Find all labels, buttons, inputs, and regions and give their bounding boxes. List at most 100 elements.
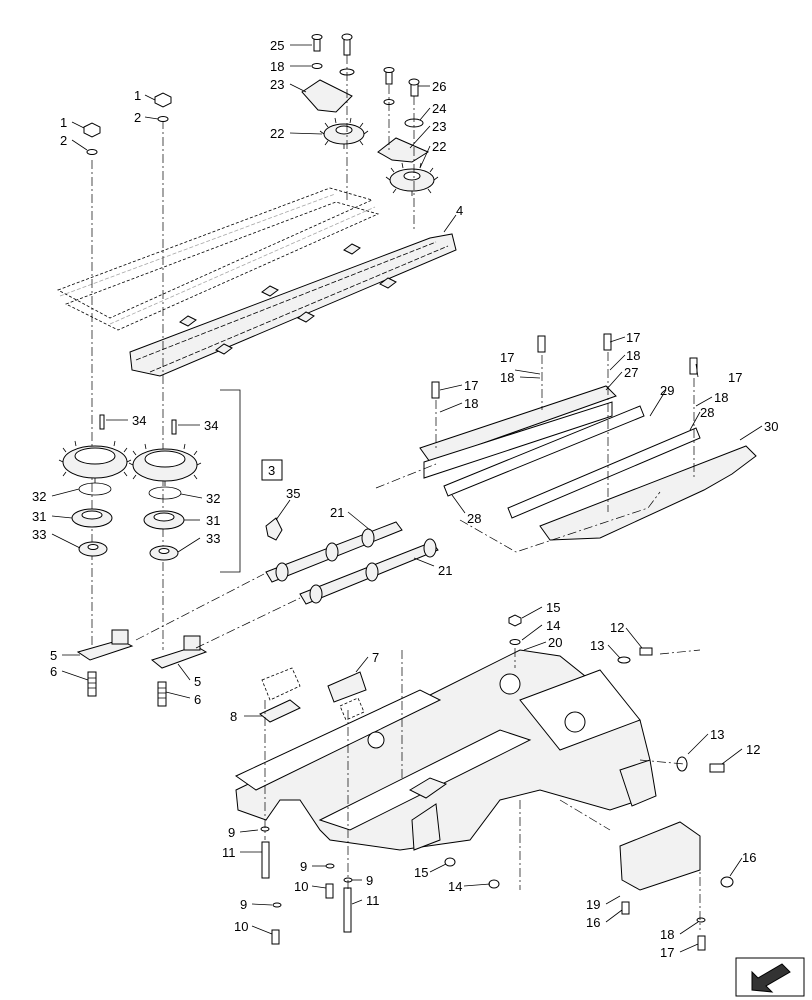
bearing-31	[71, 508, 113, 528]
callout-31b: 31	[206, 513, 220, 528]
callout-6b: 6	[194, 692, 201, 707]
top-sprocket-assembly	[301, 33, 439, 230]
nut-1b	[154, 92, 172, 108]
callout-9d: 9	[240, 897, 247, 912]
callout-17b: 17	[626, 330, 640, 345]
callout-14b: 14	[448, 879, 462, 894]
washer-2	[86, 149, 98, 155]
callout-20: 20	[548, 635, 562, 650]
sprocket-22b	[385, 162, 439, 196]
callout-34a: 34	[132, 413, 146, 428]
washer-2b	[157, 116, 169, 122]
callout-17d: 17	[728, 370, 742, 385]
bearing-blocks-5	[76, 629, 208, 707]
callout-29: 29	[660, 383, 674, 398]
callout-1b: 1	[60, 115, 67, 130]
snap-ring-32	[78, 482, 112, 496]
callout-3: 3	[268, 463, 275, 478]
callout-32b: 32	[206, 491, 220, 506]
callout-23b: 23	[432, 119, 446, 134]
rail-28	[443, 405, 645, 497]
bolt-17	[431, 381, 440, 399]
callout-22b: 22	[432, 139, 446, 154]
callout-1a: 1	[134, 88, 141, 103]
callout-12b: 12	[746, 742, 760, 757]
cover-19	[619, 821, 701, 891]
callout-28b: 28	[467, 511, 481, 526]
callout-16a: 16	[742, 850, 756, 865]
bearing-31b	[143, 510, 185, 530]
callout-18c: 18	[626, 348, 640, 363]
shafts-21	[135, 517, 439, 649]
side-rails	[375, 333, 757, 553]
plate-8	[259, 699, 301, 723]
bolt-10	[325, 883, 334, 899]
rail-28b	[507, 427, 701, 519]
snap-ring-32b	[148, 486, 182, 500]
callout-11a: 11	[222, 845, 236, 860]
chain-assembly-4	[57, 187, 457, 377]
callout-14a: 14	[546, 618, 560, 633]
callout-23: 23	[270, 77, 284, 92]
callout-7: 7	[372, 650, 379, 665]
callout-33b: 33	[206, 531, 220, 546]
callout-2b: 2	[60, 133, 67, 148]
callout-11b: 11	[366, 893, 380, 908]
bolt-11	[261, 841, 270, 879]
bolt-10b	[271, 929, 280, 945]
callout-33a: 33	[32, 527, 46, 542]
bolt-17e	[697, 935, 706, 951]
callout-8: 8	[230, 709, 237, 724]
callout-10a: 10	[294, 879, 308, 894]
callout-labels: 25 18 23 22 26 24 23 22 1 2 1 2 4 34 34 …	[32, 38, 778, 960]
lower-sprocket-left	[58, 440, 132, 483]
callout-17c: 17	[464, 378, 478, 393]
callout-12a: 12	[610, 620, 624, 635]
callout-18: 18	[270, 59, 284, 74]
pin-34b	[171, 419, 177, 435]
sprocket-22	[319, 117, 369, 149]
lower-sprocket-right	[128, 443, 202, 486]
pin-34	[99, 414, 105, 430]
callout-21b: 21	[438, 563, 452, 578]
callout-18d: 18	[464, 396, 478, 411]
plate-23	[301, 79, 353, 113]
bolt-6	[87, 671, 97, 697]
callout-31a: 31	[32, 509, 46, 524]
callout-13b: 13	[710, 727, 724, 742]
callout-25: 25	[270, 38, 284, 53]
bolt-11b	[343, 887, 352, 933]
callout-9b: 9	[300, 859, 307, 874]
bolt-16	[621, 901, 630, 915]
callout-10b: 10	[234, 919, 248, 934]
callout-28a: 28	[700, 405, 714, 420]
callout-4: 4	[456, 203, 463, 218]
washer-18	[311, 63, 323, 69]
callout-18b: 18	[500, 370, 514, 385]
callout-32a: 32	[32, 489, 46, 504]
callout-16b: 16	[586, 915, 600, 930]
group-bracket-3	[220, 389, 241, 573]
callout-9c: 9	[366, 873, 373, 888]
nut-1	[83, 122, 101, 138]
callout-26: 26	[432, 79, 446, 94]
washer-14	[509, 639, 521, 645]
callout-21a: 21	[330, 505, 344, 520]
main-frame-20	[235, 614, 734, 951]
callout-2a: 2	[134, 110, 141, 125]
callout-27: 27	[624, 365, 638, 380]
callout-box-3	[261, 459, 283, 481]
callout-22: 22	[270, 126, 284, 141]
callout-17a: 17	[500, 350, 514, 365]
direction-arrow-icon	[735, 957, 805, 997]
callout-13a: 13	[590, 638, 604, 653]
callout-15b: 15	[414, 865, 428, 880]
plate-7	[327, 671, 367, 703]
callout-17e: 17	[660, 945, 674, 960]
bolt-6b	[157, 681, 167, 707]
rail-30	[539, 445, 757, 541]
nut-15	[508, 614, 522, 627]
left-lower-sprocket-stack	[58, 92, 283, 650]
callout-18f: 18	[660, 927, 674, 942]
